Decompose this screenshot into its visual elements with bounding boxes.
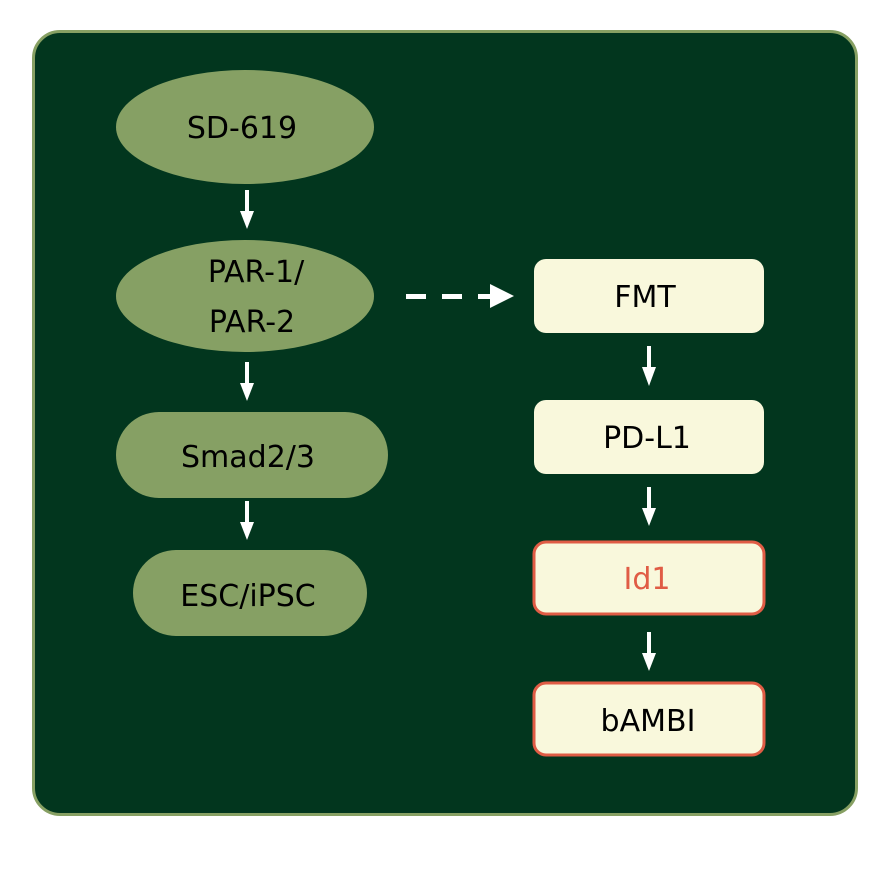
node-smad-shape — [116, 412, 388, 498]
node-bambi-label: bAMBI — [601, 704, 696, 739]
node-sd619: SD-619 — [116, 70, 374, 184]
arrow-fmt-to-pdl1 — [642, 346, 656, 386]
node-par-label-line1: PAR-1/ — [208, 255, 305, 290]
node-esc: ESC/iPSC — [133, 550, 367, 636]
arrow-pdl1-to-id1 — [642, 487, 656, 526]
node-sd619-shape — [116, 70, 374, 184]
node-id1-label: Id1 — [624, 562, 671, 597]
node-pdl1: PD-L1 — [534, 400, 764, 474]
node-esc-label: ESC/iPSC — [180, 579, 315, 614]
node-bambi: bAMBI — [532, 681, 766, 757]
node-id1-shape — [532, 540, 766, 616]
node-par-label-line2: PAR-2 — [209, 305, 295, 340]
node-esc-shape — [133, 550, 367, 636]
node-pdl1-shape — [534, 400, 764, 474]
node-fmt: FMT — [534, 259, 764, 333]
node-bambi-shape — [532, 681, 766, 757]
node-pdl1-label: PD-L1 — [603, 421, 691, 456]
node-fmt-shape — [534, 259, 764, 333]
dashed-arrow-par-to-fmt — [406, 284, 514, 308]
node-id1: Id1 — [532, 540, 766, 616]
node-smad: Smad2/3 — [116, 412, 388, 498]
arrow-par-to-smad — [240, 362, 254, 401]
arrow-id1-to-bambi — [642, 632, 656, 671]
node-sd619-label: SD-619 — [187, 111, 297, 146]
node-fmt-label: FMT — [614, 280, 676, 315]
node-smad-label: Smad2/3 — [181, 440, 315, 475]
node-par: PAR-1/ PAR-2 — [116, 240, 374, 352]
node-par-shape — [116, 240, 374, 352]
arrow-smad-to-esc — [240, 501, 254, 540]
arrow-sd619-to-par — [240, 190, 254, 229]
